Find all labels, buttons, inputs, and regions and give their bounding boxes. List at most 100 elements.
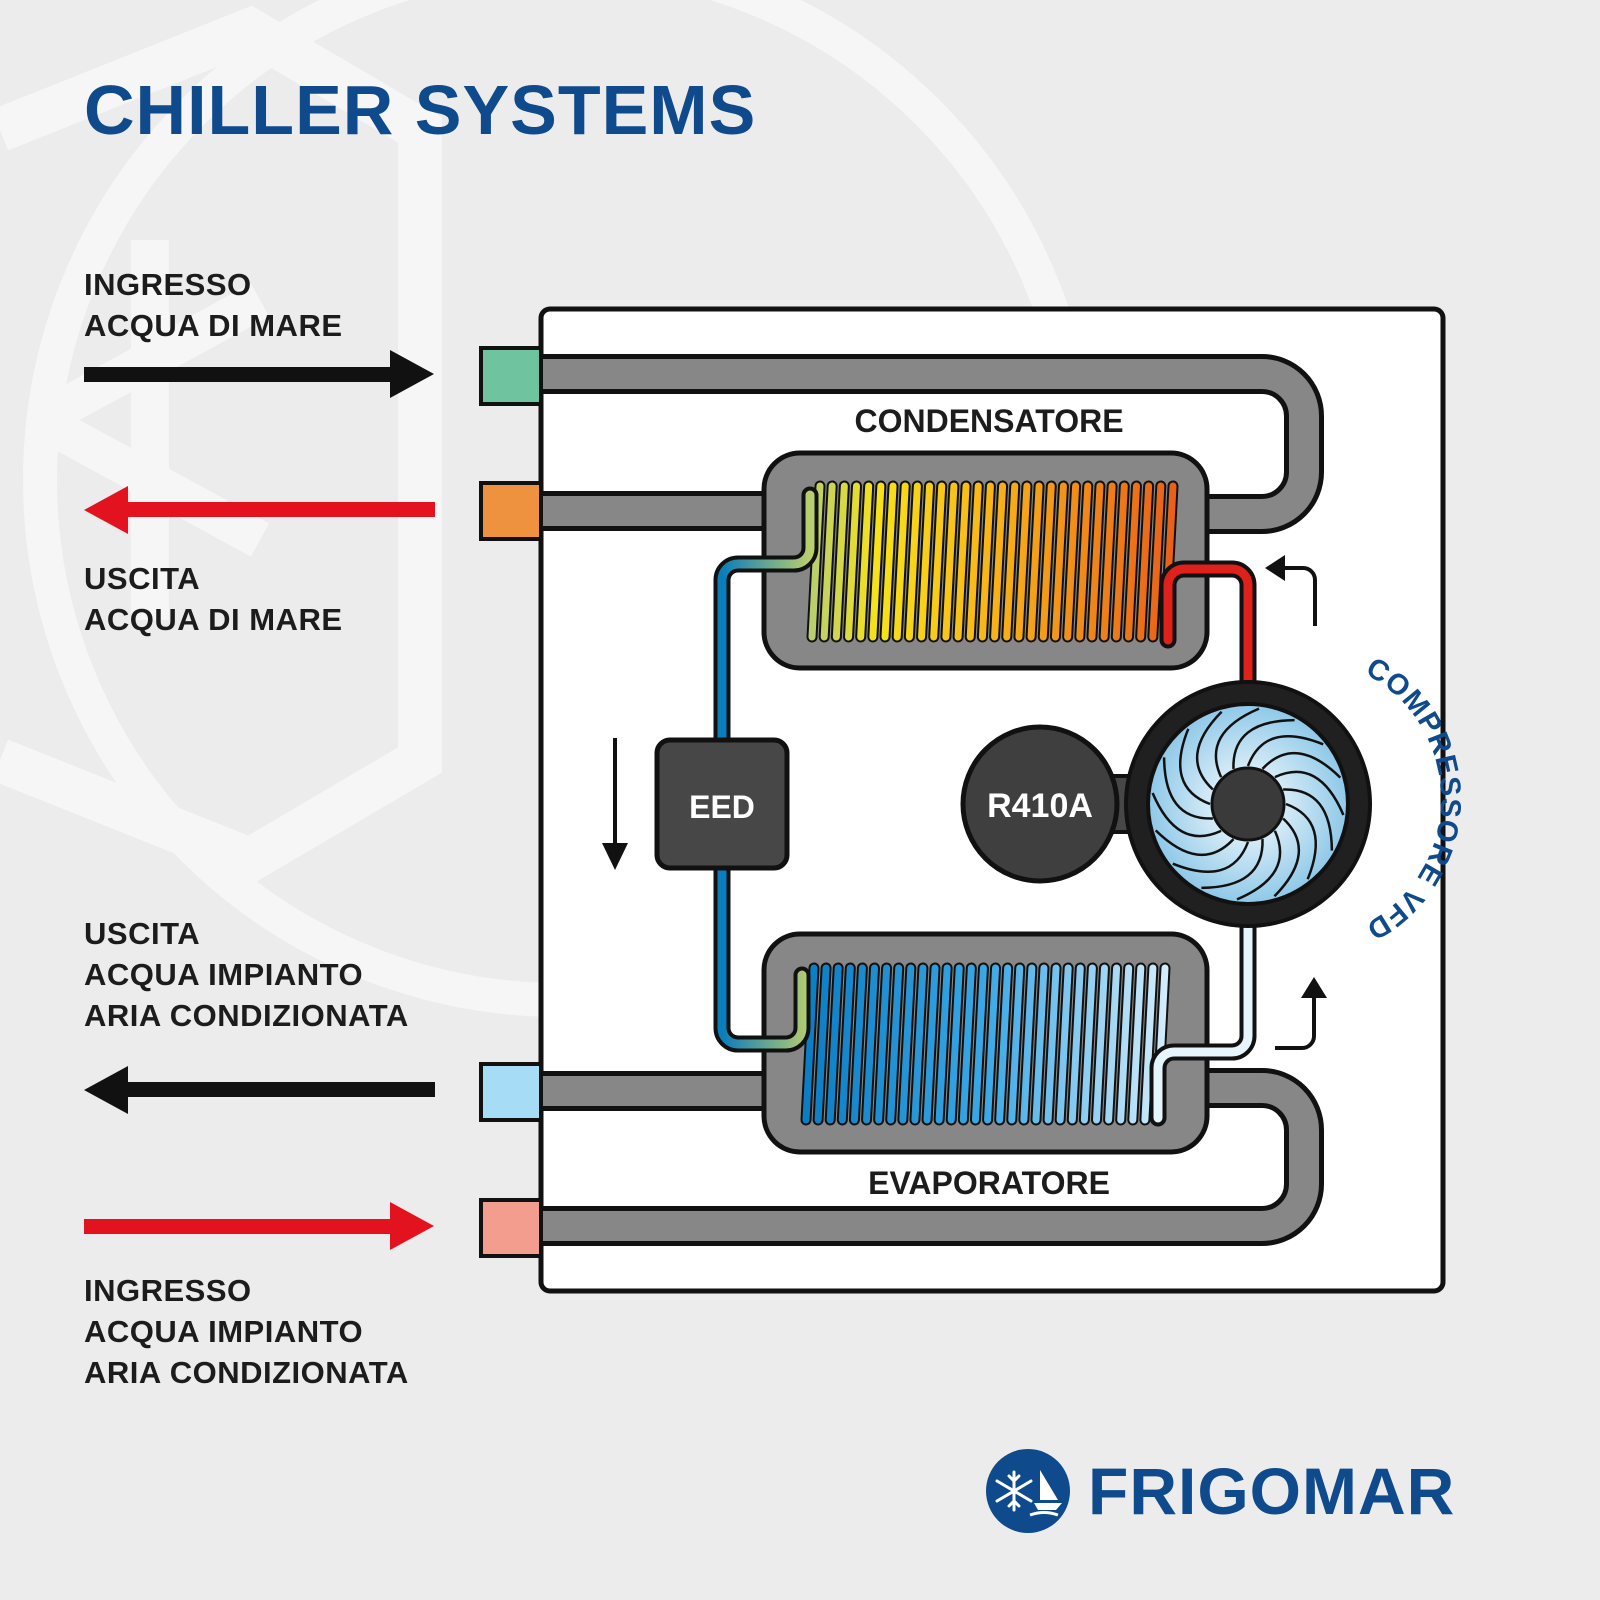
evaporator-coils-turn — [814, 964, 830, 1124]
condenser-coils-turn — [1124, 482, 1140, 641]
eed-box — [654, 737, 790, 871]
condenser-coils-turn — [918, 482, 934, 641]
evaporator-coils-turn — [1020, 964, 1036, 1124]
evaporator-coils-turn — [826, 964, 842, 1124]
evaporator-coils-turn — [1056, 964, 1072, 1124]
condenser-coils-turn — [808, 482, 824, 641]
condenser-coils-turn — [978, 482, 994, 641]
compressor-blade — [1274, 770, 1345, 816]
evaporator-coils-turn — [996, 964, 1012, 1124]
compressor-blade — [1283, 788, 1334, 851]
evaporator-coils-turn — [1129, 964, 1145, 1124]
ac-water-outlet-label: USCITA ACQUA IMPIANTO ARIA CONDIZIONATA — [84, 913, 409, 1036]
seawater-inlet-arrow — [84, 350, 434, 398]
condenser-coils-turn — [1015, 482, 1031, 641]
seawater-inlet-port — [479, 346, 543, 406]
compressor-blades — [1151, 707, 1345, 901]
condenser-coils-turn — [820, 482, 836, 641]
frigomar-logo-icon — [986, 1449, 1070, 1533]
condenser-coils-turn — [881, 482, 897, 641]
ac-water-inlet-arrow — [84, 1202, 434, 1250]
evaporator-coils-turn — [1032, 964, 1048, 1124]
seawater-outlet-label: USCITA ACQUA DI MARE — [84, 558, 343, 640]
evaporator-coils-turn — [838, 964, 854, 1124]
evaporator-coils-turn — [850, 964, 866, 1124]
evaporator-coils-turn — [911, 964, 927, 1124]
evaporator-label: EVAPORATORE — [868, 1165, 1110, 1201]
ac-water-outlet-label-line1: USCITA — [84, 916, 201, 951]
evaporator-coils-turn — [959, 964, 975, 1124]
ac-water-outlet-label-line3: ARIA CONDIZIONATA — [84, 998, 409, 1033]
condenser-coils-turn — [905, 482, 921, 641]
r410a-label: R410A — [987, 787, 1093, 825]
ac-water-outlet-arrow — [84, 1066, 435, 1114]
condenser-coils-turn — [845, 482, 861, 641]
condenser-coils-turn — [1088, 482, 1104, 641]
seawater-inlet-label: INGRESSO ACQUA DI MARE — [84, 264, 343, 346]
condenser-coils-turn — [954, 482, 970, 641]
compressor-blade — [1285, 802, 1318, 880]
compressor-blade — [1178, 728, 1211, 806]
condenser-coils-turn — [893, 482, 909, 641]
compressor-blade — [1236, 830, 1282, 901]
seawater-outlet-arrow — [84, 486, 435, 534]
compressor-blade — [1214, 707, 1260, 778]
condenser-coils-turn — [930, 482, 946, 641]
condenser-label: CONDENSATORE — [854, 403, 1123, 439]
condenser-coils-turn — [1003, 482, 1019, 641]
evaporator-coils-turn — [1105, 964, 1121, 1124]
evaporator-coils-turn — [1141, 964, 1157, 1124]
evaporator-coils-turn — [899, 964, 915, 1124]
ac-water-inlet-label-line3: ARIA CONDIZIONATA — [84, 1355, 409, 1390]
compressor-blade — [1273, 817, 1301, 898]
condenser-coils-turn — [1027, 482, 1043, 641]
condenser-coils-turn — [1149, 482, 1165, 641]
compressor-blade — [1172, 841, 1250, 874]
flow-arrows — [613, 566, 1317, 1050]
evaporator-coils-turn — [802, 964, 818, 1124]
eed-label: EED — [689, 789, 755, 825]
condenser-coils-turn — [832, 482, 848, 641]
evaporator-coils-turn — [1008, 964, 1024, 1124]
ac-water-inlet-port — [479, 1198, 543, 1258]
evaporator-coils-turn — [971, 964, 987, 1124]
condenser-coils-turn — [1039, 482, 1055, 641]
evaporator-coils-turn — [863, 964, 879, 1124]
compressor-blade — [1261, 751, 1342, 779]
ac-water-inlet-label: INGRESSO ACQUA IMPIANTO ARIA CONDIZIONAT… — [84, 1270, 409, 1393]
seawater-inlet-label-line2: ACQUA DI MARE — [84, 308, 343, 343]
evaporator-coils-turn — [947, 964, 963, 1124]
condenser-coils-turn — [1064, 482, 1080, 641]
seawater-outlet-label-line2: ACQUA DI MARE — [84, 602, 343, 637]
seawater-inlet-label-line1: INGRESSO — [84, 267, 252, 302]
ac-water-pipes — [541, 1068, 1324, 1246]
condenser-coils-turn — [942, 482, 958, 641]
compressor-blade — [1201, 839, 1264, 890]
compressor-blade — [1162, 757, 1213, 820]
seawater-outlet-label-line1: USCITA — [84, 561, 201, 596]
condenser-coils-turn — [1137, 482, 1153, 641]
compressor — [1124, 680, 1372, 928]
page-title: CHILLER SYSTEMS — [84, 71, 757, 149]
ac-water-outlet-label-line2: ACQUA IMPIANTO — [84, 957, 364, 992]
evaporator-coils-turn — [923, 964, 939, 1124]
compressor-blade — [1195, 710, 1223, 791]
condenser-coils-turn — [1112, 482, 1128, 641]
compressor-blade — [1151, 792, 1222, 838]
ac-water-inlet-label-line2: ACQUA IMPIANTO — [84, 1314, 364, 1349]
r410a-receiver — [960, 724, 1120, 884]
condenser-coils-turn — [966, 482, 982, 641]
compressor-blade — [1154, 829, 1235, 857]
evaporator-coils-turn — [1068, 964, 1084, 1124]
condenser-coils-turn — [991, 482, 1007, 641]
evaporator-coils-turn — [1044, 964, 1060, 1124]
condenser-coils-turn — [857, 482, 873, 641]
seawater-pipes — [541, 354, 1324, 534]
evaporator-coils-turn — [1080, 964, 1096, 1124]
evaporator-coils-turn — [935, 964, 951, 1124]
condenser-coils — [806, 480, 1179, 643]
evaporator-coils-turn — [887, 964, 903, 1124]
compressor-blade — [1246, 734, 1324, 767]
condenser-coils-turn — [869, 482, 885, 641]
